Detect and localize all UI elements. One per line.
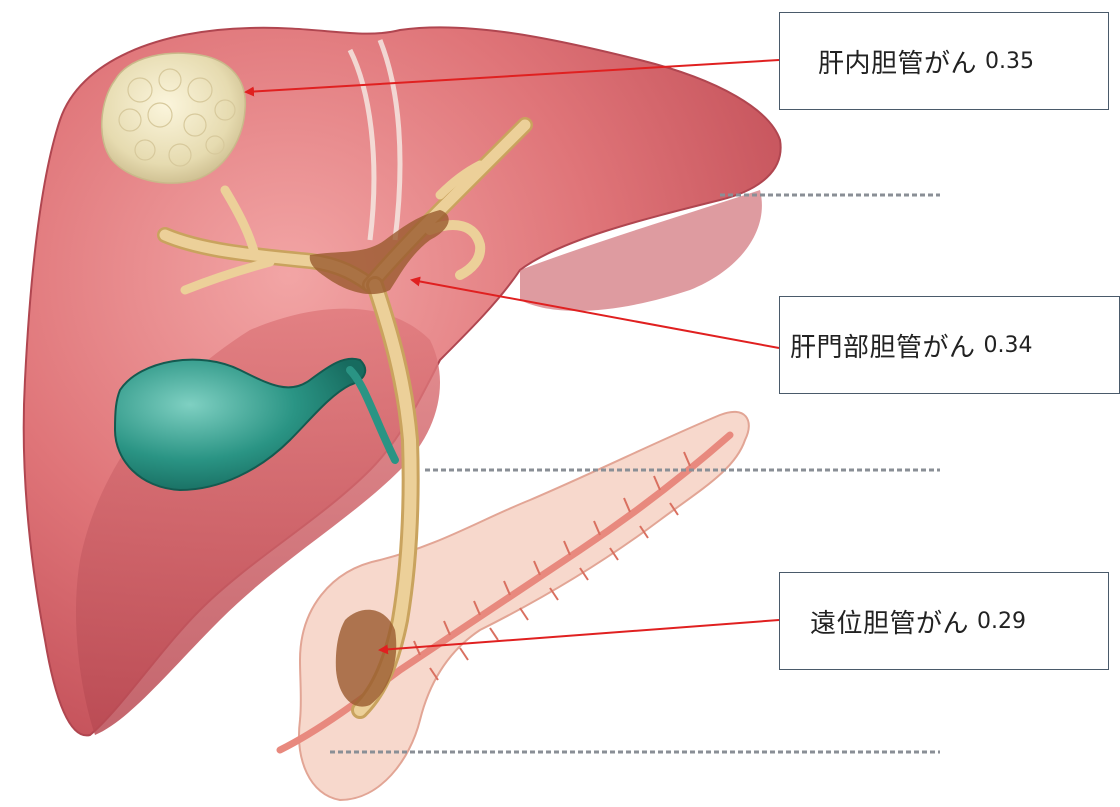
label-value: 0.35 (985, 49, 1034, 74)
label-name: 肝門部胆管がん (790, 327, 976, 364)
label-value: 0.29 (977, 609, 1026, 634)
label-intrahepatic-cholangiocarcinoma: 肝内胆管がん 0.35 (779, 12, 1109, 110)
label-name: 肝内胆管がん (818, 43, 977, 80)
label-value: 0.34 (984, 333, 1033, 358)
label-distal-cholangiocarcinoma: 遠位胆管がん 0.29 (779, 572, 1109, 670)
label-name: 遠位胆管がん (810, 603, 969, 640)
label-hilar-cholangiocarcinoma: 肝門部胆管がん 0.34 (779, 296, 1120, 394)
